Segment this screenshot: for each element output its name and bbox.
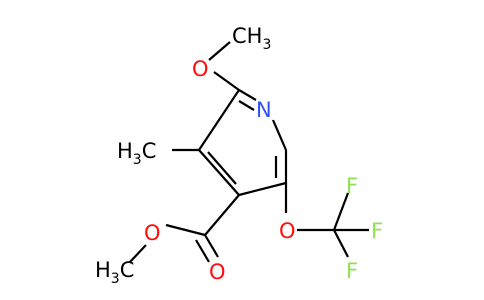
ester-methyl-h3c-main: H — [95, 258, 111, 282]
fluorine-top-label: F — [346, 174, 358, 198]
bond-carbonyl-o-double-b — [195, 239, 210, 263]
fluorine-bottom-label: F — [346, 259, 358, 283]
bond-c5-c4 — [238, 181, 287, 197]
ester-methyl-h3c-label: H3C — [95, 258, 134, 287]
methyl-h3c-main: H — [117, 139, 133, 163]
bond-carbonyl-o-single — [165, 223, 206, 237]
bond-c4-c3-inner — [207, 151, 237, 185]
bond-c2-o — [213, 71, 240, 91]
fluorine-right-label: F — [371, 219, 383, 243]
bond-o-ch3 — [208, 41, 231, 61]
bond-c3-c2 — [198, 89, 240, 151]
bond-carbonyl-o-double-a — [204, 234, 219, 258]
ring-nitrogen-label: N — [256, 98, 272, 122]
bond-c2-n-inner — [238, 100, 255, 111]
atom-labels: CH3 O N H3C O F F F O O H3C — [95, 24, 383, 287]
methyl-h3c-subscript: 3 — [133, 152, 142, 168]
methoxy-ch3-main: CH — [232, 24, 262, 48]
bond-c2-n — [238, 89, 257, 101]
ester-methyl-h3c-subscript: 3 — [111, 271, 120, 287]
bond-o-ester-methyl — [129, 244, 147, 263]
bond-cf3-f-top — [332, 192, 350, 231]
methoxy-ch3-subscript: 3 — [262, 37, 271, 53]
bond-cf3-f-bottom — [333, 229, 349, 258]
ester-methyl-h3c-tail: C — [120, 258, 135, 282]
ester-single-oxygen-label: O — [144, 221, 161, 245]
bond-c4-carbonyl — [204, 194, 240, 236]
methyl-h3c-tail: C — [142, 139, 157, 163]
methoxy-ch3-label: CH3 — [232, 24, 271, 53]
bond-n-c6 — [271, 119, 288, 151]
methoxy-oxygen-label: O — [192, 57, 209, 81]
bond-c4-c3 — [198, 149, 240, 196]
methyl-h3c-label: H3C — [117, 139, 156, 168]
bonds — [129, 41, 369, 263]
trifluoromethoxy-oxygen-label: O — [279, 219, 296, 243]
ester-carbonyl-oxygen-label: O — [209, 260, 226, 284]
